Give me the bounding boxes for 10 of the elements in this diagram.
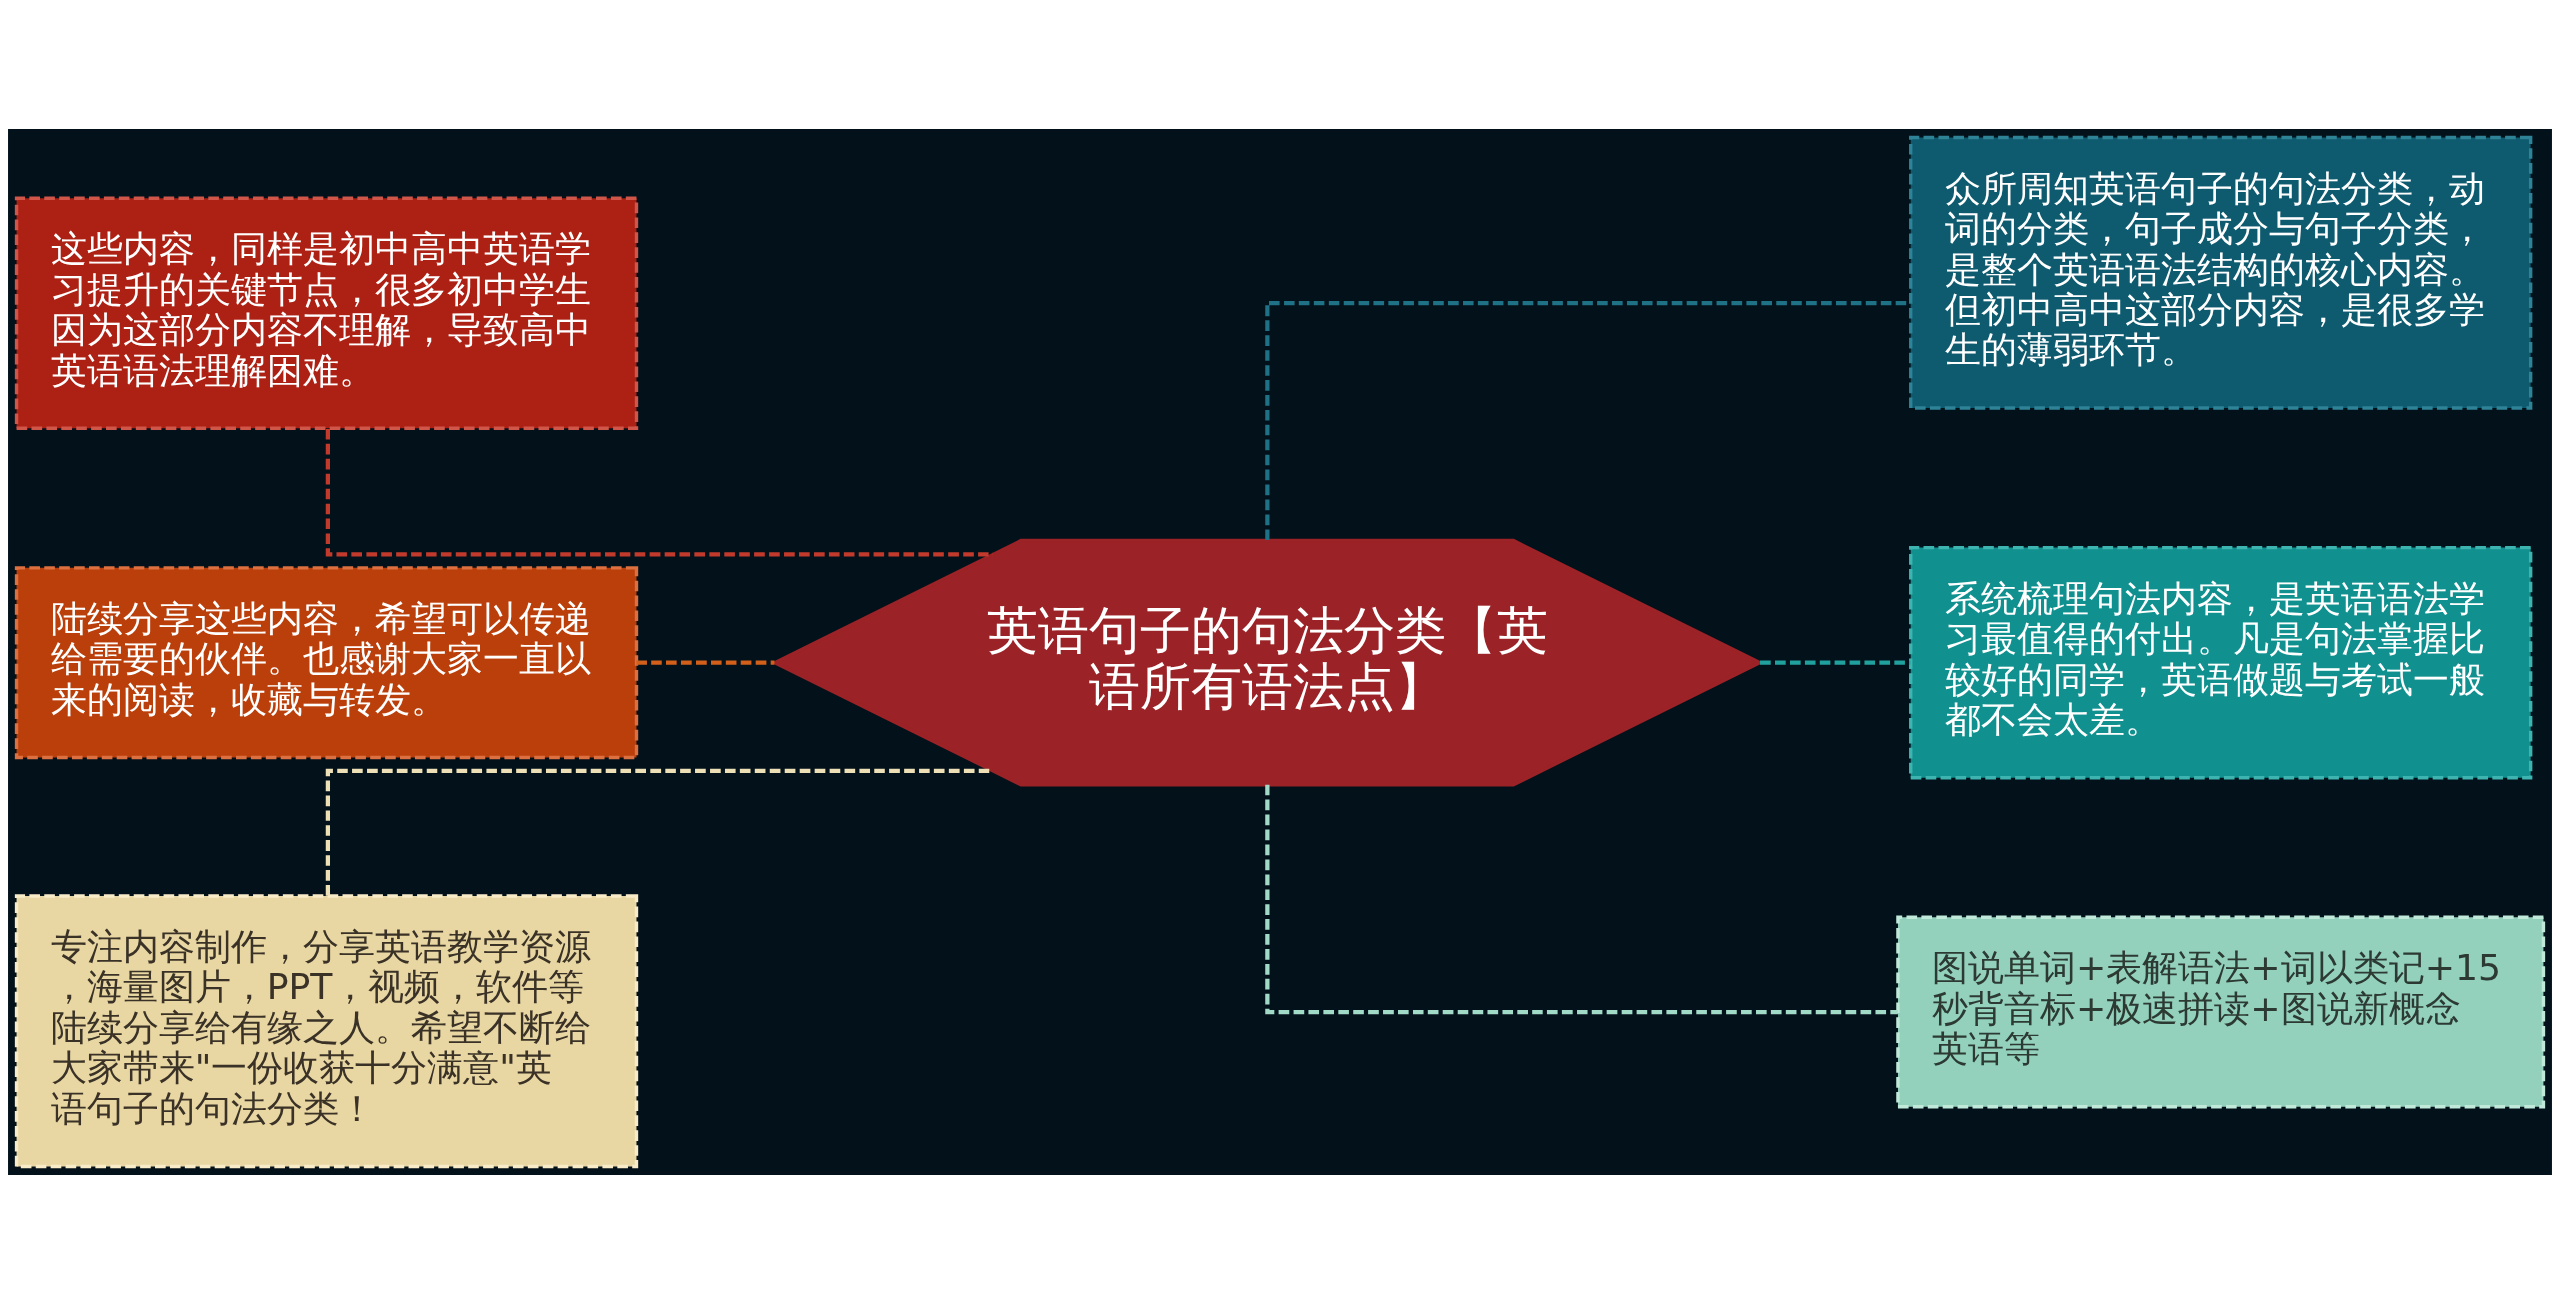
node-box: 这些内容，同样是初中高中英语学习提升的关键节点，很多初中学生因为这部分内容不理解，导致高中英语语法理解困难。 xyxy=(14,196,639,430)
node-box: 专注内容制作，分享英语教学资源，海量图片，PPT，视频，软件等陆续分享给有缘之人。希望不断给大家带来"一份收获十分满意"英语句子的句法分类！ xyxy=(14,894,639,1169)
node-box: 图说单词+表解语法+词以类记+15秒背音标+极速拼读+图说新概念英语等 xyxy=(1896,915,2546,1109)
node-box: 陆续分享这些内容，希望可以传递给需要的伙伴。也感谢大家一直以来的阅读，收藏与转发。 xyxy=(14,566,639,760)
node-box: 系统梳理句法内容，是英语语法学习最值得的付出。凡是句法掌握比较好的同学，英语做题与考试一般都不会太差。 xyxy=(1909,545,2533,780)
connector xyxy=(1265,301,1911,540)
node-box: 众所周知英语句子的句法分类，动词的分类，句子成分与句子分类，是整个英语语法结构的核心内容。但初中高中这部分内容，是很多学生的薄弱环节。 xyxy=(1909,135,2533,410)
connector xyxy=(1265,784,1898,1015)
connector xyxy=(1760,660,1911,665)
connector xyxy=(636,660,775,665)
